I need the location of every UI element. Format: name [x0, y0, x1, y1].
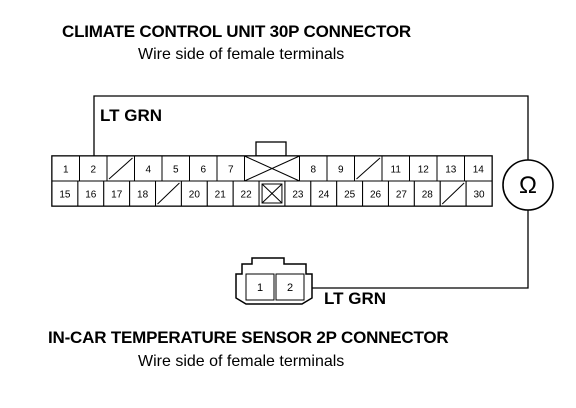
blank-cavity — [439, 180, 467, 207]
row2-cavity: 23 — [284, 180, 312, 207]
pin-label: 7 — [228, 165, 234, 176]
row2-cavity: 21 — [206, 180, 234, 207]
row2-cavity: 18 — [129, 180, 157, 207]
bottom-connector-title: IN-CAR TEMPERATURE SENSOR 2P CONNECTOR — [48, 328, 449, 347]
blank-cavity — [155, 180, 182, 207]
pin-label: 27 — [396, 190, 408, 201]
row2-cavity: 30 — [465, 180, 493, 207]
row1-cavity: 13 — [436, 155, 465, 182]
pin-label: 12 — [418, 165, 430, 176]
row1-cavity: 2 — [79, 155, 108, 182]
upper-wire — [93, 95, 529, 182]
row1-cavity: 7 — [216, 155, 245, 182]
sensor-pin-cavity: 2 — [275, 273, 305, 301]
row1-cavity: 12 — [409, 155, 438, 182]
pin-label: 9 — [338, 165, 344, 176]
row1-cavity: 11 — [381, 155, 410, 182]
pin-label: 14 — [473, 165, 485, 176]
pin-label: 25 — [344, 190, 356, 201]
top-connector-title: CLIMATE CONTROL UNIT 30P CONNECTOR — [62, 22, 411, 41]
row1-cavity: 9 — [326, 155, 355, 182]
ohmmeter-icon: Ω — [502, 159, 554, 211]
row1-cavity: 6 — [189, 155, 218, 182]
top-connector-lock-tab — [255, 141, 287, 157]
ohm-symbol: Ω — [519, 172, 537, 199]
pin-label: 22 — [241, 190, 253, 201]
bottom-connector-subtitle: Wire side of female terminals — [138, 353, 345, 370]
row2-cavity: 22 — [232, 180, 260, 207]
pin-label: 30 — [473, 190, 485, 201]
pin-label: 6 — [200, 165, 206, 176]
pin-label: 13 — [445, 165, 457, 176]
blank-cavity — [106, 155, 135, 182]
pin-label: 4 — [145, 165, 151, 176]
blank-cavity — [354, 155, 383, 182]
pin-label: 18 — [137, 190, 149, 201]
row2-cavity: 16 — [77, 180, 105, 207]
upper-wire-label: LT GRN — [100, 106, 163, 125]
row1-cavity: 4 — [134, 155, 163, 182]
pin-label: 24 — [318, 190, 330, 201]
row2-cavity: 17 — [103, 180, 131, 207]
pin-label: 5 — [173, 165, 179, 176]
row2-cavity: 26 — [362, 180, 389, 207]
row1-cavity: 5 — [161, 155, 190, 182]
pin-label: 23 — [292, 190, 304, 201]
pin-label: 17 — [111, 190, 123, 201]
pin-label: 2 — [90, 165, 96, 176]
pin-label: 20 — [189, 190, 201, 201]
row1-cavity: 14 — [464, 155, 493, 182]
lower-wire-label: LT GRN — [324, 289, 387, 308]
row1-cavity: 1 — [51, 155, 80, 182]
row1-cavity: 8 — [299, 155, 328, 182]
pin-label: 28 — [422, 190, 434, 201]
pin-label: 8 — [310, 165, 316, 176]
row2-cavity: 24 — [310, 180, 338, 207]
pin-label: 21 — [215, 190, 227, 201]
blank-cavity-wide — [244, 155, 300, 182]
sensor-pin-cavity: 1 — [245, 273, 275, 301]
top-connector-subtitle: Wire side of female terminals — [138, 46, 345, 63]
pin-label: 11 — [391, 165, 402, 176]
pin-label: 15 — [59, 190, 71, 201]
pin-label: 1 — [63, 165, 69, 176]
pin-label: 1 — [257, 282, 263, 294]
row2-cavity: 28 — [413, 180, 441, 207]
row2-cavity: 20 — [180, 180, 208, 207]
pin-label: 2 — [287, 282, 293, 294]
blank-cavity-cross — [258, 180, 286, 207]
row2-cavity: 15 — [51, 180, 79, 207]
pin-label: 26 — [370, 190, 382, 201]
row2-cavity: 27 — [387, 180, 415, 207]
lower-wire — [291, 210, 529, 289]
row2-cavity: 25 — [336, 180, 364, 207]
pin-label: 16 — [85, 190, 97, 201]
